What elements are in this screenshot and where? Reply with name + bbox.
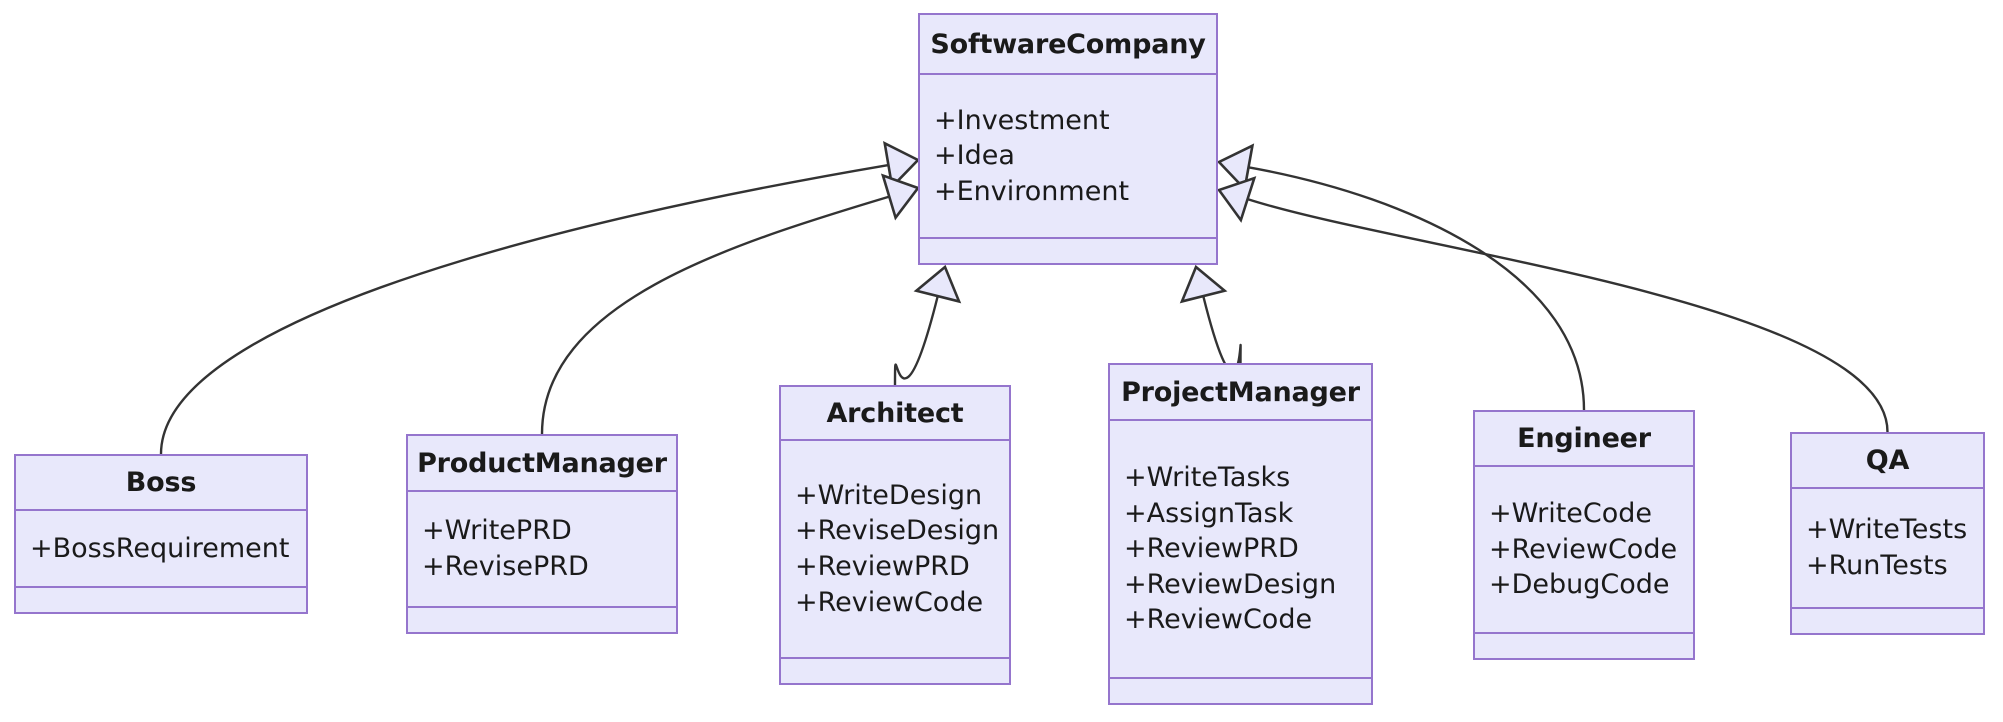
uml-class-software-company[interactable]: SoftwareCompany +Investment +Idea+Environm… <box>918 13 1218 265</box>
class-attribute: +ReviewCode <box>795 586 984 618</box>
class-attribute: +ReviewPRD <box>1124 533 1299 565</box>
class-attributes-boss: +BossRequirement <box>16 511 306 588</box>
class-attributes-architect: +WriteDesign +ReviseDesign +ReviewPRD +Revi… <box>781 441 1009 659</box>
class-attribute: +ReviseDesign <box>795 515 1000 547</box>
class-attribute: +DebugCode <box>1489 569 1670 601</box>
generalization-arrow-engineer <box>1216 143 1255 192</box>
class-attributes-project-manager: +WriteTasks +AssignTask +ReviewPRD+ReviewD… <box>1110 421 1371 679</box>
uml-class-project-manager[interactable]: ProjectManager +WriteTasks +AssignTask +Rev… <box>1108 363 1373 705</box>
class-methods-architect <box>781 659 1009 683</box>
class-attribute: +Idea <box>934 140 1015 172</box>
edge-line-project-manager <box>1202 295 1242 373</box>
uml-class-qa[interactable]: QA +WriteTests +RunTests <box>1790 432 1985 635</box>
class-name-boss: Boss <box>16 456 306 511</box>
class-attribute: +WritePRD <box>422 515 572 547</box>
class-attributes-engineer: +WriteCode+ReviewCode +DebugCode <box>1475 467 1693 634</box>
class-name-software-company: SoftwareCompany <box>920 15 1216 75</box>
class-name-engineer: Engineer <box>1475 412 1693 467</box>
class-attributes-qa: +WriteTests +RunTests <box>1792 489 1983 609</box>
class-attribute: +RevisePRD <box>422 551 589 582</box>
class-attribute: +WriteTasks <box>1124 461 1291 493</box>
class-methods-software-company <box>920 239 1216 263</box>
class-attribute: +AssignTask <box>1124 497 1294 529</box>
edge-project-manager <box>1179 264 1242 373</box>
class-methods-boss <box>16 588 306 612</box>
class-methods-qa <box>1792 609 1983 633</box>
generalization-arrow-boss <box>883 141 921 190</box>
class-name-qa: QA <box>1792 434 1983 489</box>
uml-class-architect[interactable]: Architect +WriteDesign +ReviseDesign +Revie… <box>779 385 1011 685</box>
class-attributes-product-manager: +WritePRD +RevisePRD <box>408 492 676 608</box>
edge-line-architect <box>893 295 939 386</box>
class-attribute: +BossRequirement <box>30 532 290 564</box>
class-attribute: +RunTests <box>1806 550 1948 581</box>
class-attribute: +WriteDesign <box>795 479 983 511</box>
uml-class-boss[interactable]: Boss +BossRequirement <box>14 454 308 614</box>
generalization-arrow-qa <box>1216 176 1257 223</box>
uml-class-engineer[interactable]: Engineer +WriteCode+ReviewCode +DebugCode <box>1473 410 1695 660</box>
class-methods-project-manager <box>1110 679 1371 703</box>
generalization-arrow-architect <box>913 264 962 304</box>
generalization-arrow-project-manager <box>1179 264 1228 304</box>
class-name-architect: Architect <box>781 387 1009 441</box>
class-name-project-manager: ProjectManager <box>1110 365 1371 421</box>
class-attributes-software-company: +Investment +Idea+Environment <box>920 75 1216 239</box>
edge-architect <box>893 264 962 386</box>
class-attribute: +ReviewCode <box>1489 533 1678 565</box>
class-name-product-manager: ProductManager <box>408 436 676 492</box>
class-methods-engineer <box>1475 634 1693 658</box>
class-attribute: +ReviewDesign <box>1124 568 1337 600</box>
class-attribute: +ReviewPRD <box>795 551 970 582</box>
uml-class-product-manager[interactable]: ProductManager +WritePRD +RevisePRD <box>406 434 678 634</box>
class-attribute: +WriteTests <box>1806 514 1968 546</box>
class-attribute: +Environment <box>934 175 1130 207</box>
class-methods-product-manager <box>408 608 676 632</box>
class-attribute: +WriteCode <box>1489 498 1653 530</box>
generalization-arrow-product-manager <box>880 173 921 221</box>
class-attribute: +Investment <box>934 104 1110 136</box>
class-attribute: +ReviewCode <box>1124 604 1313 636</box>
